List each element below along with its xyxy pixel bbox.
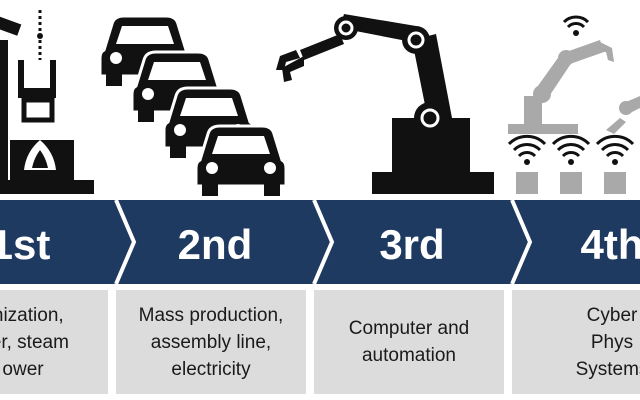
steam-engine-icon	[0, 10, 94, 194]
stage-card-3rd: Computer and automation	[314, 290, 504, 394]
stage-label-1st: 1st	[0, 221, 51, 268]
stage-label-3rd: 3rd	[379, 221, 445, 268]
connected-robots-wifi-icon	[507, 15, 640, 194]
icons-row	[0, 10, 640, 196]
industrial-robot-arm-icon	[276, 14, 494, 194]
stage-description-4th: Cyber Phys Systems	[575, 304, 640, 380]
chevron-separator-2	[312, 200, 335, 284]
cars-assembly-line-icon	[98, 14, 288, 196]
stage-card-1st: anization, wer, steam ower	[0, 290, 108, 394]
stage-card-2nd: Mass production, assembly line, electric…	[116, 290, 306, 394]
stage-card-4th: Cyber Phys Systems	[512, 290, 640, 394]
stage-description-3rd: Computer and automation	[348, 318, 470, 366]
stage-label-2nd: 2nd	[177, 221, 253, 268]
chevron-separator-1	[114, 200, 137, 284]
stage-description-1st: anization, wer, steam ower	[0, 304, 69, 380]
stage-description-2nd: Mass production, assembly line, electric…	[138, 304, 284, 380]
stage-label-4th: 4th	[580, 221, 640, 268]
chevron-separator-3	[510, 200, 533, 284]
timeline-banner	[0, 200, 640, 284]
